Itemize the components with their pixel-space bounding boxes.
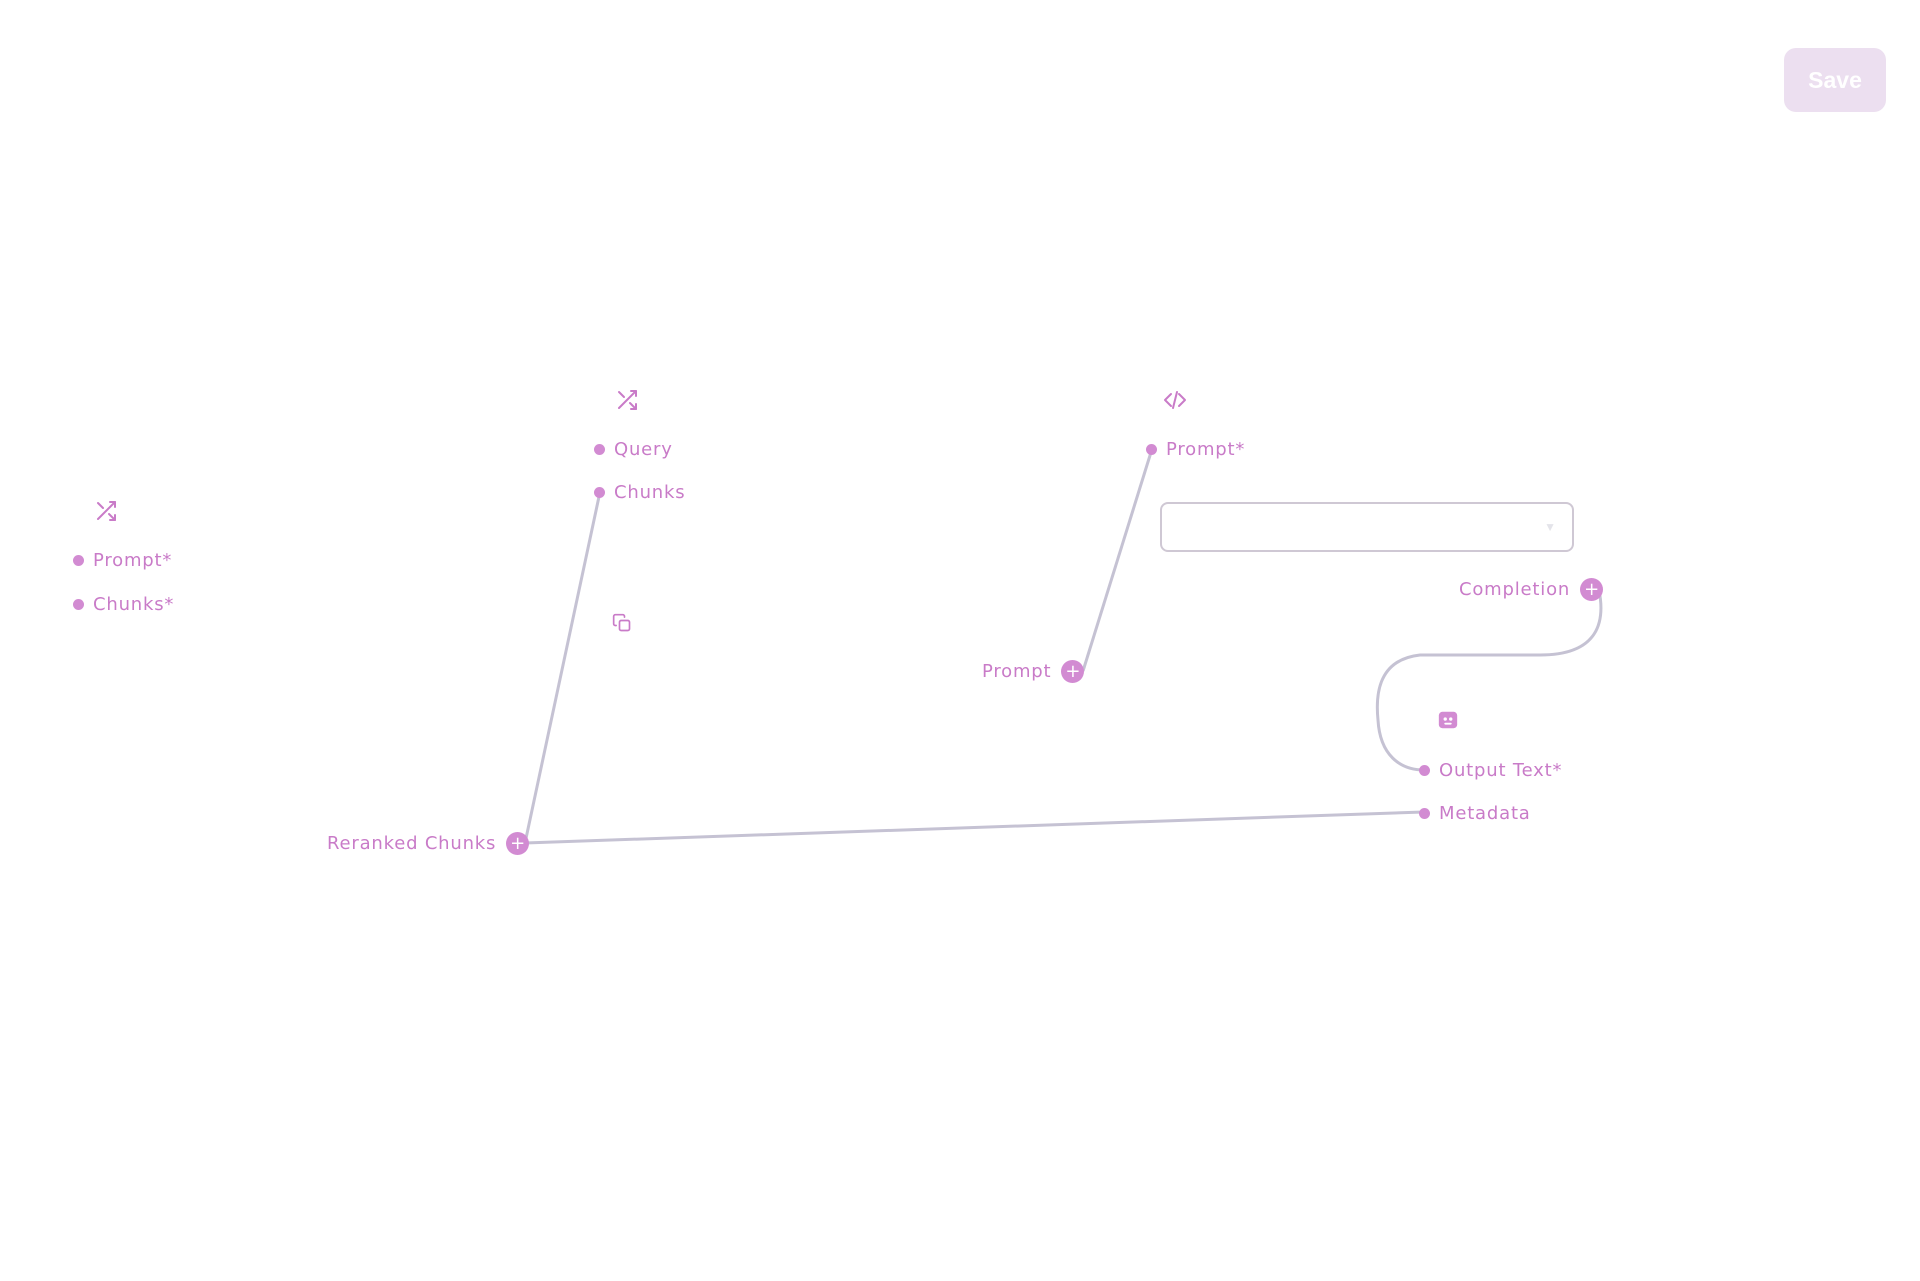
port-label: Prompt xyxy=(982,660,1052,682)
port-label: Reranked Chunks xyxy=(327,832,497,854)
input-port-prompt[interactable]: Prompt* xyxy=(1146,437,1245,461)
plus-icon[interactable]: + xyxy=(506,831,530,855)
copy-icon xyxy=(612,613,631,632)
port-dot[interactable] xyxy=(594,486,605,498)
plus-icon[interactable]: + xyxy=(1580,577,1604,601)
code-icon xyxy=(1164,391,1186,409)
output-port-reranked-chunks[interactable]: Reranked Chunks + xyxy=(327,830,530,856)
port-dot[interactable] xyxy=(594,443,605,455)
output-port-completion[interactable]: Completion + xyxy=(1459,576,1604,602)
input-port-output-text[interactable]: Output Text* xyxy=(1419,758,1562,782)
input-port-metadata[interactable]: Metadata xyxy=(1419,801,1531,825)
port-label: Chunks xyxy=(614,481,686,503)
model-select[interactable]: ▼ xyxy=(1160,502,1574,552)
bot-icon xyxy=(1438,711,1458,729)
shuffle-icon xyxy=(618,390,637,410)
input-port-prompt[interactable]: Prompt* xyxy=(73,548,172,572)
port-label: Output Text* xyxy=(1439,759,1563,781)
port-label: Metadata xyxy=(1439,802,1531,824)
port-label: Completion xyxy=(1459,578,1571,600)
chevron-down-icon: ▼ xyxy=(1544,520,1556,534)
input-port-query[interactable]: Query xyxy=(594,437,673,461)
wire-prompt-to-prompt xyxy=(1081,448,1154,672)
port-label: Prompt* xyxy=(1166,438,1246,460)
input-port-chunks[interactable]: Chunks* xyxy=(73,592,174,616)
port-label: Query xyxy=(614,438,673,460)
wire-completion-to-output-text xyxy=(1375,589,1603,772)
port-label: Chunks* xyxy=(93,593,175,615)
port-label: Prompt* xyxy=(93,549,173,571)
wire-reranked-chunks-to-chunks xyxy=(523,491,602,844)
output-port-prompt[interactable]: Prompt + xyxy=(982,658,1085,684)
port-dot[interactable] xyxy=(1419,764,1430,776)
plus-icon[interactable]: + xyxy=(1061,659,1085,683)
port-dot[interactable] xyxy=(1146,443,1157,455)
save-button[interactable]: Save xyxy=(1784,48,1886,112)
port-dot[interactable] xyxy=(1419,807,1430,819)
shuffle-icon xyxy=(97,501,116,521)
wire-reranked-chunks-to-metadata xyxy=(524,810,1425,845)
port-dot[interactable] xyxy=(73,598,84,610)
input-port-chunks[interactable]: Chunks xyxy=(594,480,685,504)
port-dot[interactable] xyxy=(73,554,84,566)
